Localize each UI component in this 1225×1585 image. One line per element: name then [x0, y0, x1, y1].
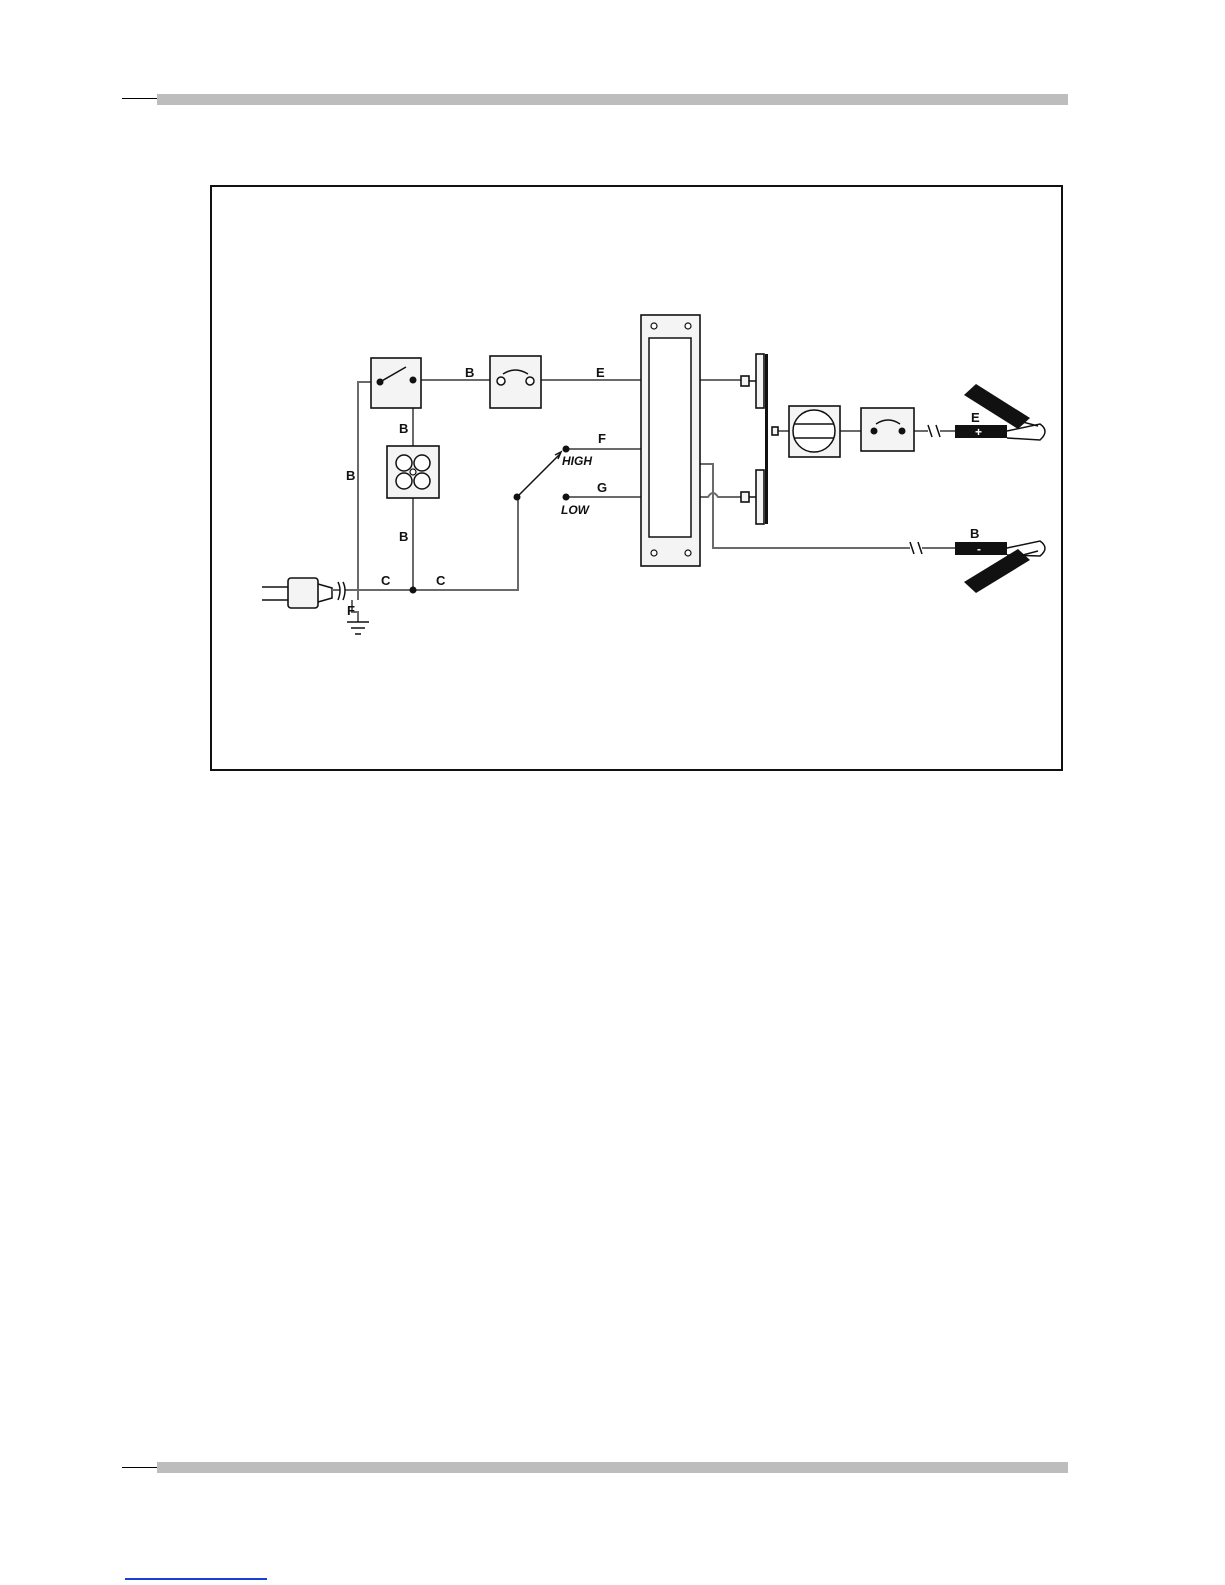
- wire-c-bus: [345, 497, 518, 590]
- label-f-high: F: [598, 431, 606, 446]
- footer-link-underline[interactable]: [125, 1578, 267, 1580]
- ac-circuit-breaker: [490, 356, 541, 408]
- ac-plug: [262, 578, 345, 608]
- rectifier-assembly: [741, 354, 778, 524]
- lead-break-positive: [928, 425, 940, 437]
- label-b-fan-upper: B: [399, 421, 408, 436]
- negative-sign: -: [977, 542, 981, 556]
- label-f-ground: F: [347, 603, 355, 618]
- cooling-fan: [387, 446, 439, 498]
- ammeter: [789, 406, 840, 457]
- label-e-clamp: E: [971, 410, 980, 425]
- label-c-left: C: [381, 573, 391, 588]
- label-e-main: E: [596, 365, 605, 380]
- wire-negative-lead: [698, 464, 910, 548]
- selector-blade: [517, 454, 560, 497]
- label-b-clamp: B: [970, 526, 979, 541]
- positive-clamp: [955, 384, 1045, 440]
- label-g-low: G: [597, 480, 607, 495]
- wire-secondary-bottom: [698, 493, 741, 497]
- transformer: [641, 315, 700, 566]
- wire-b-left: [358, 382, 378, 600]
- label-b-top: B: [465, 365, 474, 380]
- power-switch: [371, 358, 421, 408]
- footer-rule-shadow: [157, 1462, 1068, 1473]
- dc-circuit-breaker: [861, 408, 914, 451]
- label-high: HIGH: [562, 454, 592, 468]
- lead-break-negative: [910, 542, 922, 554]
- ground-icon: [347, 622, 369, 634]
- label-b-fan-lower: B: [399, 529, 408, 544]
- junction-c-left: [410, 587, 417, 594]
- label-low: LOW: [561, 503, 591, 517]
- label-c-right: C: [436, 573, 446, 588]
- positive-sign: +: [975, 425, 982, 439]
- contact-low: [563, 494, 570, 501]
- contact-high: [563, 446, 570, 453]
- negative-clamp: [955, 541, 1045, 593]
- label-b-left: B: [346, 468, 355, 483]
